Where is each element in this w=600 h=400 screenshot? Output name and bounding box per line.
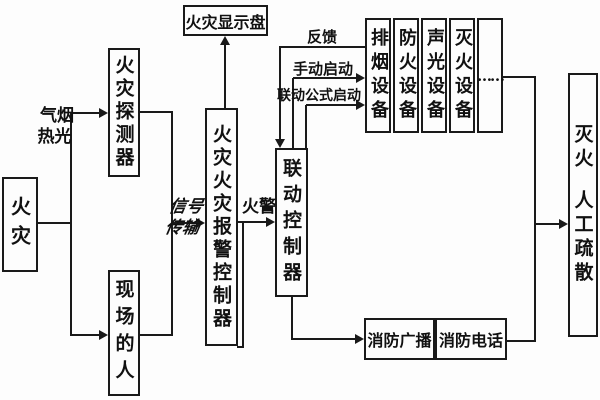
extinguish-label: 灭火 [571,124,594,172]
connector-merge-vertical [171,111,173,336]
more-equipment-ellipsis: …… [477,66,505,85]
arrowhead-into-alarm-controller [196,218,205,228]
arrowhead-into-broadcast [355,334,364,344]
connector-alarm-controller-side [242,222,244,348]
gas-smoke-line: 气烟 [40,106,74,126]
connector-right-vertical [534,76,536,342]
connector-to-display-panel [224,42,226,108]
fire-alarm-edge-label: 火警 [242,197,276,217]
manual-start-edge-label: 手动启动 [293,60,354,78]
fire-box-label: 火灾 [7,195,32,254]
arrowhead-feedback-into-linkage [275,139,285,148]
heat-light-line: 热光 [37,127,72,148]
fire-protection-equipment-box: 防火设备 [393,18,419,133]
fire-alarm-controller-box: 火灾火灾报警控制器 [205,108,238,346]
connector-manual-start-horizontal [293,77,356,79]
arrowhead-into-people [99,330,108,340]
fire-display-panel-box: 火灾显示盘 [183,5,268,36]
smoke-exhaust-equipment-box: 排烟设备 [365,18,391,133]
fire-broadcast-box: 消防广播 [364,318,435,360]
more-equipment-box: …… [477,18,505,133]
connector-detector-out [140,111,173,113]
connector-to-detector [71,112,99,114]
connector-formula-start-horizontal [306,104,356,106]
arrowhead-manual-start [356,73,365,83]
signal-line: 信号 [167,197,205,217]
fire-extinguishing-equipment-label: 灭火设备 [452,27,473,124]
feedback-edge-label: 反馈 [307,28,338,46]
connector-linkage-down [291,297,293,340]
connector-feedback-horizontal [280,46,365,48]
smoke-exhaust-equipment-label: 排烟设备 [368,27,389,124]
connector-left-branch-vertical [70,112,72,336]
sound-light-equipment-label: 声光设备 [424,27,445,124]
fire-alarm-controller-label: 火灾火灾报警控制器 [210,123,232,331]
arrowhead-into-detector [99,108,108,118]
transmission-line: 传输 [163,218,201,239]
connector-to-extinguish [536,223,559,225]
arrowhead-into-display-panel [220,36,230,45]
fire-display-panel-label: 火灾显示盘 [185,12,266,32]
gas-smoke-heat-light-label: 气烟 热光 [38,106,75,149]
fire-telephone-label: 消防电话 [438,331,503,350]
connector-signal-transmission [173,222,196,224]
fire-telephone-box: 消防电话 [435,318,507,360]
manual-evacuation-label: 人工疏散 [571,190,594,286]
onsite-people-label: 现场的人 [112,279,135,387]
arrowhead-formula-start [356,100,365,110]
signal-transmission-label: 信号 传输 [163,197,204,240]
connector-fire-out [38,222,72,224]
connector-to-broadcast [292,338,355,340]
connector-formula-start-vertical [305,105,307,148]
fire-detector-label: 火灾探测器 [112,55,135,170]
fire-protection-equipment-label: 防火设备 [396,27,417,124]
fire-broadcast-label: 消防广播 [367,331,432,350]
arrowhead-into-extinguish [559,219,568,229]
connector-feedback-vertical [279,46,281,139]
connector-people-out [140,334,173,336]
sound-light-equipment-box: 声光设备 [421,18,447,133]
linkage-controller-label: 联动控制器 [280,157,302,288]
connector-alarm-controller-bottom-stub [237,346,244,348]
fire-box: 火灾 [2,177,38,272]
linkage-formula-start-edge-label: 联动公式启动 [277,88,361,104]
extinguish-evacuation-box: 灭火 人工疏散 [568,73,598,337]
connector-telephone-out [507,340,536,342]
connector-fire-alarm [238,221,266,223]
connector-equipment-out [503,76,536,78]
connector-manual-start-vertical [292,78,294,148]
onsite-people-box: 现场的人 [108,270,140,396]
fire-detector-box: 火灾探测器 [108,48,140,177]
connector-to-people [71,334,99,336]
fire-extinguishing-equipment-box: 灭火设备 [449,18,475,133]
linkage-controller-box: 联动控制器 [275,148,308,297]
arrowhead-into-linkage-controller [266,217,275,227]
